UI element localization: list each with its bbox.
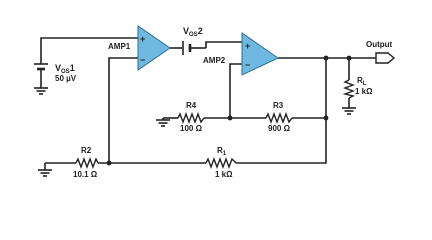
ground-r2 [38, 163, 52, 177]
resistor-r2: R2 10.1 Ω [73, 146, 99, 179]
ground-vos1 [34, 87, 48, 95]
output-label: Output [366, 40, 393, 49]
ground-r4 [156, 118, 170, 127]
r1-value: 1 kΩ [215, 170, 233, 179]
r4-label: R4 [186, 101, 197, 110]
r2-value: 10.1 Ω [73, 170, 98, 179]
amp1-plus: + [140, 34, 145, 44]
amp2-label: AMP2 [203, 56, 226, 65]
ground-rl [342, 107, 356, 115]
rl-label: RL [357, 76, 367, 87]
wires [40, 37, 376, 164]
r2-label: R2 [81, 146, 92, 155]
output-arrow-icon [375, 52, 396, 64]
amp1: + − AMP1 [108, 25, 171, 71]
vos2-label: VOS2 [183, 26, 203, 38]
r3-label: R3 [273, 101, 284, 110]
amp1-minus: − [140, 55, 145, 65]
resistor-r4: R4 100 Ω [177, 101, 205, 133]
vos1-source: VOS1 50 µV [34, 63, 77, 88]
r1-label: R1 [217, 146, 227, 157]
junction-nodes [106, 55, 352, 166]
vos1-label: VOS1 [55, 63, 75, 75]
rl-value: 1 kΩ [355, 87, 373, 96]
amp1-label: AMP1 [108, 42, 131, 51]
r3-value: 900 Ω [268, 124, 291, 133]
resistor-r1: R1 1 kΩ [205, 146, 237, 179]
amp2-minus: − [245, 60, 250, 70]
amp2: + − AMP2 [203, 32, 279, 76]
vos2-source: VOS2 [182, 26, 203, 55]
vos1-value: 50 µV [55, 74, 77, 83]
amp2-triangle [241, 32, 279, 76]
resistor-rl: RL 1 kΩ [342, 76, 373, 99]
amp2-plus: + [245, 41, 250, 51]
amp1-triangle [137, 25, 171, 71]
output-terminal: Output [366, 40, 396, 64]
r4-value: 100 Ω [180, 124, 203, 133]
resistor-r3: R3 900 Ω [265, 101, 293, 133]
circuit-schematic: + − AMP1 + − AMP2 VOS2 VOS1 50 µV [34, 25, 396, 179]
